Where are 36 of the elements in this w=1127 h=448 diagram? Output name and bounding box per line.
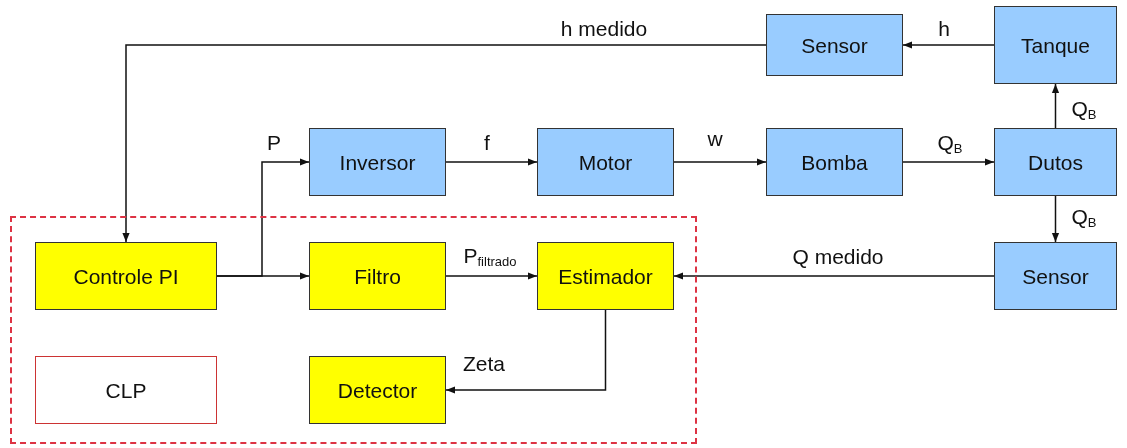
block-label: Controle PI: [73, 265, 179, 287]
block-label: CLP: [105, 379, 147, 401]
arrow: [902, 158, 995, 166]
plc-block: [537, 242, 674, 310]
block-label: Detector: [337, 379, 418, 401]
process-box: [309, 128, 446, 196]
block-label: Sensor: [1022, 265, 1089, 287]
arrow: [445, 158, 538, 166]
block-label: Bomba: [801, 151, 868, 173]
plc-block: [309, 242, 446, 310]
plc-box: [35, 356, 217, 424]
arrow: [445, 272, 538, 280]
block-label: Dutos: [1028, 151, 1083, 173]
arrow: [445, 309, 607, 394]
process-box: [994, 128, 1117, 196]
block-label: Tanque: [1021, 34, 1090, 56]
arrow: [216, 272, 310, 280]
plc-boundary: [10, 216, 697, 444]
block-label: Estimador: [558, 265, 653, 287]
block-label: Motor: [578, 151, 633, 173]
arrow: [1051, 195, 1060, 243]
plc-block: [309, 356, 446, 424]
process-box: [766, 128, 903, 196]
arrow: [673, 158, 767, 166]
block-label: Inversor: [339, 151, 416, 173]
block-label: Sensor: [801, 34, 868, 56]
process-box: [766, 14, 903, 76]
arrow: [1051, 83, 1060, 129]
arrow: [673, 272, 995, 280]
process-box: [994, 242, 1117, 310]
arrow: [902, 41, 995, 49]
block-label: Filtro: [354, 265, 401, 287]
plc-block: [35, 242, 217, 310]
arrow: [122, 44, 767, 243]
process-box: [537, 128, 674, 196]
process-box: [994, 6, 1117, 84]
